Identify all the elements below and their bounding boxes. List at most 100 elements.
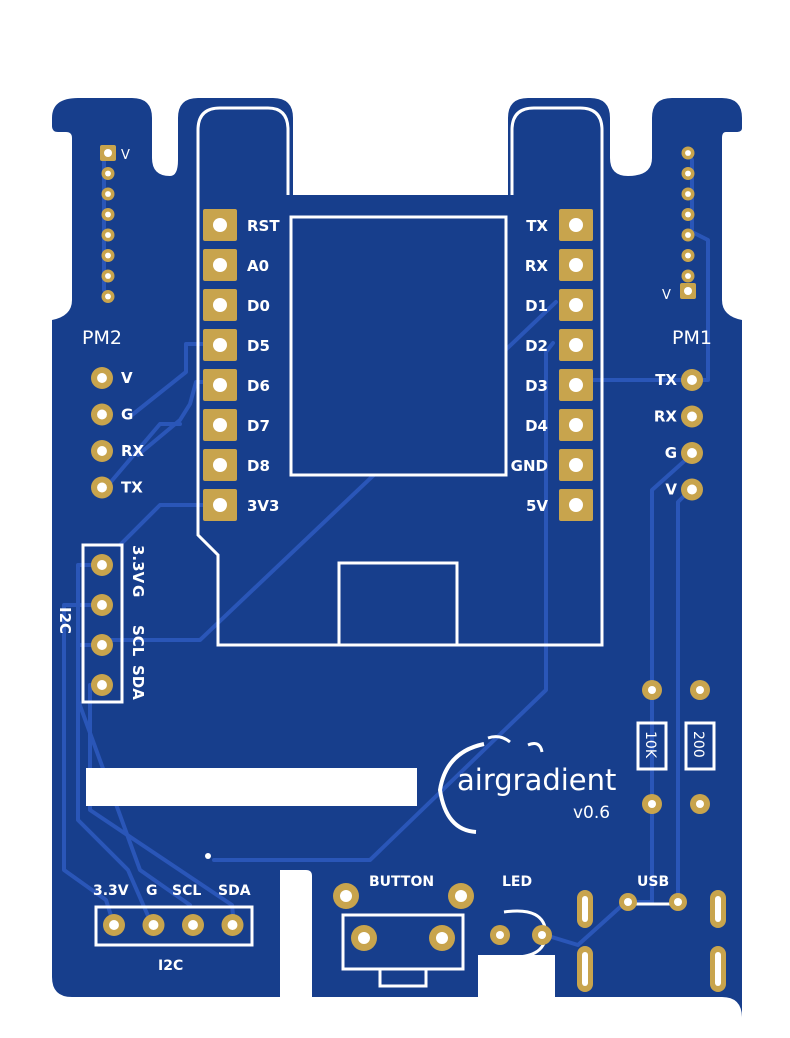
pm2-label: PM2 bbox=[82, 327, 122, 349]
i2c-vertical-pin bbox=[91, 674, 113, 696]
version-text: v0.6 bbox=[573, 803, 610, 823]
module-outline bbox=[196, 106, 290, 195]
led-footprint: LED bbox=[490, 874, 552, 959]
bottom-notch-left bbox=[280, 870, 312, 1000]
pm2-header-pin bbox=[101, 187, 115, 201]
pm2-pin bbox=[91, 367, 113, 389]
i2c-bottom: 3.3V G SCL SDA I2C bbox=[93, 883, 254, 974]
pm2-header-pin bbox=[101, 249, 115, 262]
i2c-bottom-pin-label-0: 3.3V bbox=[93, 883, 129, 899]
button-label: BUTTON bbox=[369, 874, 434, 890]
pm2-pin-label: TX bbox=[121, 479, 143, 497]
via bbox=[205, 853, 211, 859]
pm1-pin-label: V bbox=[665, 481, 677, 499]
pm1-pin bbox=[681, 369, 703, 391]
module-left-pin-label: A0 bbox=[247, 257, 269, 275]
module-left-pin bbox=[203, 289, 237, 321]
pm1-header-pin bbox=[681, 249, 695, 262]
i2c-bottom-pin bbox=[182, 914, 204, 936]
i2c-vertical-pin bbox=[91, 554, 113, 576]
pm1-header-pin bbox=[681, 167, 695, 180]
module-left-pin-label: 3V3 bbox=[247, 497, 279, 515]
pm1-header-pin bbox=[681, 187, 695, 201]
pm2-pin bbox=[91, 440, 113, 462]
module-outline-right bbox=[196, 106, 604, 647]
module-right-pin bbox=[559, 209, 593, 241]
module-right-pin-label: D3 bbox=[525, 377, 548, 395]
i2c-bottom-pin-label-2: SCL bbox=[172, 883, 201, 899]
i2c-vertical-pin-label: SCL bbox=[129, 625, 147, 657]
i2c-bottom-pin bbox=[142, 914, 165, 936]
module-right-pin bbox=[559, 409, 593, 441]
module-right-pin bbox=[559, 369, 593, 401]
pm2-pin-label: V bbox=[121, 369, 133, 387]
i2c-vertical-pin-label: G bbox=[129, 585, 147, 597]
i2c-vertical: 3.3VG SCL SDA I2C bbox=[56, 543, 147, 704]
module-antenna-box bbox=[337, 561, 459, 647]
pm2-header-v-label: V bbox=[121, 148, 130, 163]
i2c-bottom-pin-label-3: SDA bbox=[218, 883, 251, 899]
pm1-pin bbox=[681, 405, 703, 428]
module-left-pin bbox=[203, 209, 237, 241]
i2c-vertical-pin-label: SDA bbox=[129, 665, 147, 700]
module-left-pin bbox=[203, 369, 237, 401]
pm1-pin bbox=[681, 478, 703, 501]
module-right-pin-label: GND bbox=[511, 457, 548, 475]
pm1-pin-label: RX bbox=[654, 408, 678, 426]
pm1-header-pin bbox=[681, 269, 695, 283]
resistor-10k: 10K bbox=[636, 680, 668, 814]
i2c-vertical-title: I2C bbox=[56, 607, 74, 634]
i2c-vertical-pin-label: 3.3V bbox=[129, 545, 147, 584]
module-right-pin-label: TX bbox=[526, 217, 548, 235]
module-right-pin-label: 5V bbox=[526, 497, 548, 515]
module-right-pin-label: D2 bbox=[525, 337, 548, 355]
module-right-pin bbox=[559, 289, 593, 321]
module-left-pin-label: D8 bbox=[247, 457, 270, 475]
pm1-pin-label: TX bbox=[655, 371, 677, 389]
module-left-pin-label: D7 bbox=[247, 417, 270, 435]
pm2-pin bbox=[91, 476, 113, 499]
button-footprint: BUTTON bbox=[333, 874, 474, 988]
i2c-vertical-pin bbox=[91, 594, 113, 616]
module-left-pin-label: D5 bbox=[247, 337, 270, 355]
resistor-10k-label: 10K bbox=[642, 731, 658, 759]
pm2-pins: V G RX TX bbox=[91, 367, 145, 499]
i2c-bottom-pin bbox=[221, 914, 244, 936]
i2c-bottom-pin bbox=[103, 914, 125, 936]
module-left-pin-label: D6 bbox=[247, 377, 270, 395]
pm2-pin-label: G bbox=[121, 406, 133, 424]
module-right-pin bbox=[559, 449, 593, 481]
module-left-pin-label: D0 bbox=[247, 297, 270, 315]
pm2-pin bbox=[91, 403, 113, 426]
module-right-pin-label: RX bbox=[525, 257, 549, 275]
module-left-pin bbox=[203, 449, 237, 481]
pm1-header: V bbox=[662, 146, 696, 303]
module-left-pin bbox=[203, 249, 237, 281]
pm2-pin-label: RX bbox=[121, 442, 145, 460]
led-label: LED bbox=[502, 874, 532, 890]
module-chip bbox=[289, 215, 508, 477]
pm2-header-pin bbox=[101, 208, 115, 221]
module-left-pin-label: RST bbox=[247, 217, 280, 235]
airgradient-logo: airgradient v0.6 bbox=[437, 735, 616, 834]
resistor-200-label: 200 bbox=[690, 731, 706, 758]
module-right-pin-label: D4 bbox=[525, 417, 548, 435]
pm2-header-pin bbox=[101, 167, 115, 180]
usb-label: USB bbox=[637, 874, 669, 890]
module-left-pin bbox=[203, 489, 237, 521]
i2c-bottom-title: I2C bbox=[158, 958, 183, 974]
module-right-pin-label: D1 bbox=[525, 297, 548, 315]
module-left-pin bbox=[203, 329, 237, 361]
pm1-label: PM1 bbox=[672, 327, 712, 349]
bottom-notch-right bbox=[478, 955, 555, 1000]
pm2-header-pin bbox=[101, 290, 115, 303]
module-right-pin bbox=[559, 249, 593, 281]
pm2-header: V bbox=[100, 145, 130, 303]
pm2-header-pin bbox=[101, 228, 115, 242]
i2c-bottom-pin-label-1: G bbox=[146, 883, 158, 899]
pm1-header-pin bbox=[681, 208, 695, 221]
resistor-200: 200 bbox=[684, 680, 716, 814]
